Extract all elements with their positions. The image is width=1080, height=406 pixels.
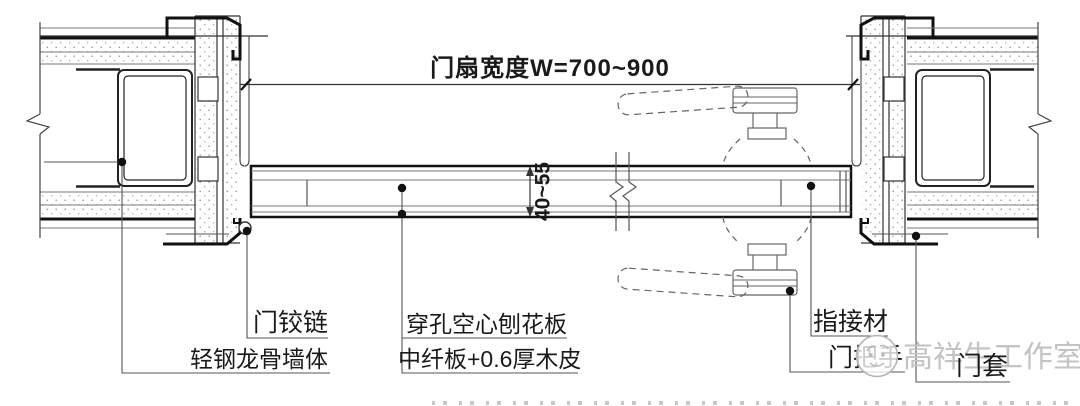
door-thickness-dimension-text: 40~55	[531, 162, 555, 221]
right-steel-stud	[915, 68, 1034, 188]
door-width-dimension-text: 门扇宽度W=700~900	[430, 55, 670, 82]
left-steel-stud	[76, 68, 193, 188]
label-mdf-with-veneer: 中纤板+0.6厚木皮	[398, 346, 582, 372]
right-door-stop	[851, 36, 862, 167]
left-wall-section	[25, 22, 195, 238]
right-top-architrave	[859, 16, 935, 61]
watermark-studio-name: 高祥生工作室	[903, 341, 1080, 374]
leader-lines	[44, 161, 1010, 383]
leader-dots	[117, 157, 921, 296]
right-wall-section	[907, 22, 1053, 238]
left-top-architrave	[165, 16, 242, 61]
label-door-hinge: 门铰链	[252, 309, 328, 337]
studio-circle-logo-icon	[854, 333, 900, 379]
door-width-dimension-line	[240, 78, 860, 91]
label-perforated-hollow-chipboard: 穿孔空心刨花板	[406, 311, 567, 337]
left-door-stop	[239, 36, 250, 167]
door-leaf-break-mark	[609, 152, 638, 231]
cropped-caption-text-fragment	[432, 401, 1080, 405]
right-door-frame	[846, 15, 1038, 246]
label-finger-jointed-timber: 指接材	[812, 308, 888, 336]
label-light-steel-stud-wall: 轻钢龙骨墙体	[190, 346, 328, 372]
left-wall-break-mark	[25, 22, 51, 238]
left-door-frame	[40, 15, 268, 246]
right-bottom-architrave	[859, 218, 938, 246]
right-wall-break-mark	[1027, 22, 1053, 238]
door-lever-handle	[617, 85, 812, 298]
label-door-casing: 门套	[955, 351, 1008, 381]
door-leaf-section	[249, 152, 853, 231]
door-thickness-dimension-line	[526, 166, 534, 217]
